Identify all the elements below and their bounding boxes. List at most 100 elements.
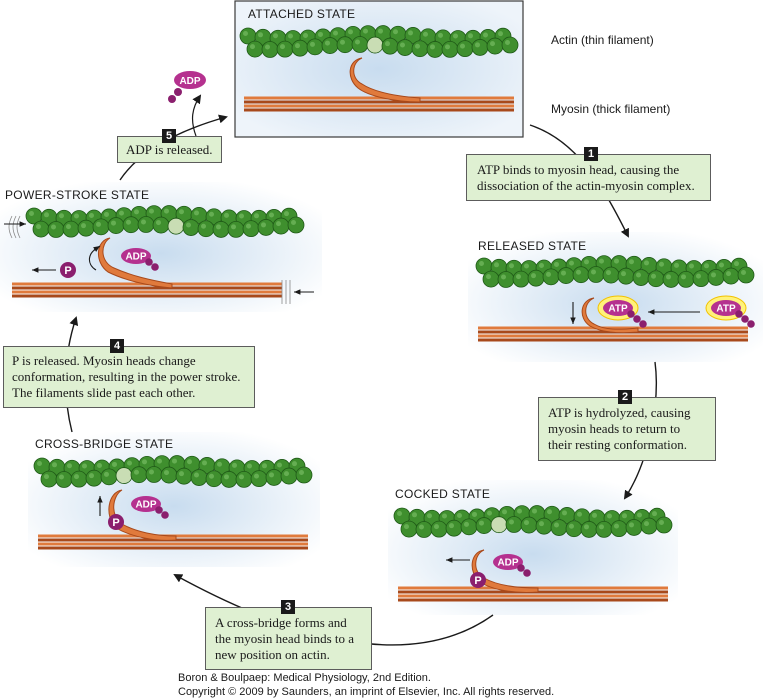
- actin-bead-highlight: [104, 471, 109, 477]
- actin-bead-highlight: [126, 219, 131, 225]
- actin-bead-highlight: [156, 220, 161, 226]
- motion-arrow-head: [93, 246, 100, 252]
- actin-bead-highlight: [584, 524, 589, 530]
- attached-state-panel: ATTACHED STATE: [234, 0, 524, 138]
- actin-bead-highlight: [292, 461, 297, 467]
- actin-bead-highlight: [261, 222, 266, 228]
- actin-bead-highlight: [622, 513, 627, 519]
- actin-bead-highlight: [393, 29, 398, 35]
- adp-free-molecule: ADP: [168, 71, 206, 103]
- phosphate-text: P: [474, 575, 481, 587]
- actin-bead-highlight: [434, 524, 439, 530]
- actin-bead-highlight: [209, 473, 214, 479]
- actin-bead-highlight: [318, 31, 323, 37]
- actin-bead-highlight: [644, 260, 649, 266]
- adp-phosphate-2: [161, 511, 169, 519]
- adp-chip: [121, 248, 151, 264]
- phosphate-molecule: [108, 514, 124, 530]
- adp-phosphate-1: [155, 506, 163, 514]
- actin-bead-highlight: [164, 208, 169, 214]
- actin-bead-highlight: [258, 32, 263, 38]
- motion-arrow-head: [97, 496, 103, 503]
- atp-chip-text: ATP: [716, 304, 736, 315]
- motion-arrow-head: [294, 289, 301, 295]
- actin-bead-highlight: [111, 220, 116, 226]
- atp-phosphate-2: [633, 315, 641, 323]
- actin-bead-highlight: [637, 512, 642, 518]
- actin-bead-highlight: [209, 211, 214, 217]
- atp-chip: [711, 300, 741, 316]
- actin-bead-highlight: [288, 33, 293, 39]
- actin-bead-highlight: [704, 263, 709, 269]
- actin-bead-highlight: [254, 213, 259, 219]
- actin-bead-highlight: [501, 274, 506, 280]
- actin-bead-highlight: [561, 270, 566, 276]
- actin-bead-highlight: [299, 470, 304, 476]
- actin-bead-highlight: [524, 263, 529, 269]
- actin-bead-highlight: [276, 221, 281, 227]
- myosin-head: [581, 297, 639, 334]
- actin-bead-highlight: [247, 463, 252, 469]
- actin-bead-highlight: [659, 520, 664, 526]
- motion-line: [8, 215, 13, 239]
- motion-arrow-head: [570, 317, 576, 324]
- actin-bead-highlight: [472, 511, 477, 517]
- actin-bead-highlight: [741, 270, 746, 276]
- step-1-box: ATP binds to myosin head, causing the di…: [466, 154, 711, 201]
- step-4-number: 4: [110, 339, 124, 353]
- actin-bead-highlight: [607, 513, 612, 519]
- attached-actin-filament: [239, 25, 519, 58]
- cross-bridge-state-title: CROSS-BRIDGE STATE: [35, 437, 174, 451]
- actin-bead-highlight: [164, 470, 169, 476]
- actin-bead-highlight: [734, 261, 739, 267]
- actin-bead-highlight: [187, 459, 192, 465]
- actin-bead-highlight: [584, 259, 589, 265]
- actin-bead-highlight: [412, 512, 417, 518]
- phosphate-molecule: [470, 572, 486, 588]
- actin-bead-highlight: [532, 508, 537, 514]
- actin-bead-highlight: [636, 272, 641, 278]
- atp-phosphate-2: [741, 315, 749, 323]
- step-1-text: ATP binds to myosin head, causing the di…: [477, 162, 695, 193]
- actin-bead-highlight: [179, 209, 184, 215]
- actin-bead-highlight: [569, 523, 574, 529]
- step-5-box: ADP is released.: [117, 136, 222, 163]
- actin-bead-highlight: [273, 33, 278, 39]
- actin-bead-highlight: [442, 513, 447, 519]
- actin-bead-highlight: [277, 462, 282, 468]
- actin-bead-highlight: [89, 213, 94, 219]
- power-stroke-state-glow: [0, 182, 322, 312]
- actin-bead-highlight: [423, 31, 428, 37]
- actin-label: Actin (thin filament): [551, 33, 654, 47]
- adp-free-phosphate-2: [168, 95, 176, 103]
- phosphate-text: P: [64, 265, 71, 277]
- actin-bead-highlight: [681, 274, 686, 280]
- actin-bead-highlight: [44, 474, 49, 480]
- motion-arrow-head: [19, 221, 26, 227]
- actin-bead-highlight: [464, 521, 469, 527]
- myosin-head: [98, 237, 173, 289]
- actin-bead-highlight: [82, 463, 87, 469]
- step-3-number: 3: [281, 600, 295, 614]
- actin-bead-highlight: [644, 521, 649, 527]
- actin-bead-highlight: [531, 273, 536, 279]
- actin-bead-highlight: [142, 459, 147, 465]
- actin-bead-highlight: [592, 512, 597, 518]
- adp-chip: [131, 496, 161, 512]
- myosin-label: Myosin (thick filament): [551, 102, 671, 116]
- actin-bead-highlight: [74, 213, 79, 219]
- motion-arrow-head: [32, 267, 39, 273]
- actin-bead-highlight: [621, 271, 626, 277]
- actin-bead-highlight: [149, 469, 154, 475]
- adp-free-chip: [174, 71, 206, 89]
- actin-bead-highlight: [112, 461, 117, 467]
- actin-bead-highlight: [269, 212, 274, 218]
- actin-bead-highlight: [438, 32, 443, 38]
- actin-bead-highlight: [614, 258, 619, 264]
- actin-bead-highlight: [460, 43, 465, 49]
